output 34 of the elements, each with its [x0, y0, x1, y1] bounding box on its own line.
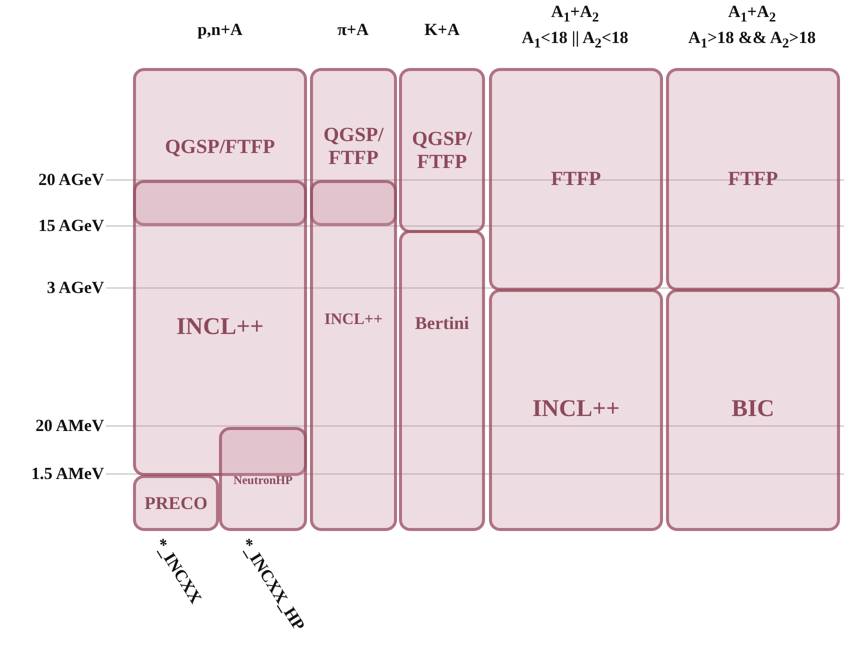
- column-header: A$_{1}$+A$_{2}$: [551, 2, 599, 26]
- model-box: [133, 475, 219, 531]
- model-name: QGSP/ FTFP: [410, 128, 474, 174]
- energy-label: 3 AGeV: [46, 278, 104, 298]
- model-name: Bertini: [415, 313, 469, 334]
- model-box: [219, 427, 307, 531]
- column-header: A$_{1}$>18 && A$_{2}$>18: [688, 28, 816, 52]
- energy-label: 20 AMeV: [36, 416, 104, 436]
- column-header: π+A: [337, 20, 369, 40]
- model-box: [489, 68, 663, 291]
- energy-label: 1.5 AMeV: [31, 464, 104, 484]
- model-name: INCL++: [532, 396, 620, 424]
- model-name: FTFP: [728, 168, 778, 191]
- model-box: [666, 68, 840, 291]
- model-box: [133, 180, 307, 476]
- energy-label: 15 AGeV: [38, 216, 104, 236]
- energy-label: 20 AGeV: [38, 170, 104, 190]
- model-name: NeutronHP: [233, 474, 293, 488]
- model-name: PRECO: [144, 492, 208, 514]
- model-name: FTFP: [551, 168, 601, 191]
- model-name: QGSP/ FTFP: [322, 124, 385, 170]
- column-header: A$_{1}$<18 || A$_{2}$<18: [522, 28, 628, 52]
- model-box: [666, 289, 840, 531]
- model-box: [399, 230, 485, 531]
- model-box: [399, 68, 485, 233]
- column-header: p,n+A: [197, 20, 243, 40]
- model-name: QGSP/FTFP: [165, 136, 275, 158]
- model-box: [489, 289, 663, 531]
- model-name: BIC: [732, 396, 774, 424]
- model-name: INCL++: [324, 311, 383, 330]
- column-header: A$_{1}$+A$_{2}$: [728, 2, 776, 26]
- column-header: K+A: [424, 20, 460, 40]
- model-name: INCL++: [176, 314, 264, 342]
- model-box: [310, 180, 397, 531]
